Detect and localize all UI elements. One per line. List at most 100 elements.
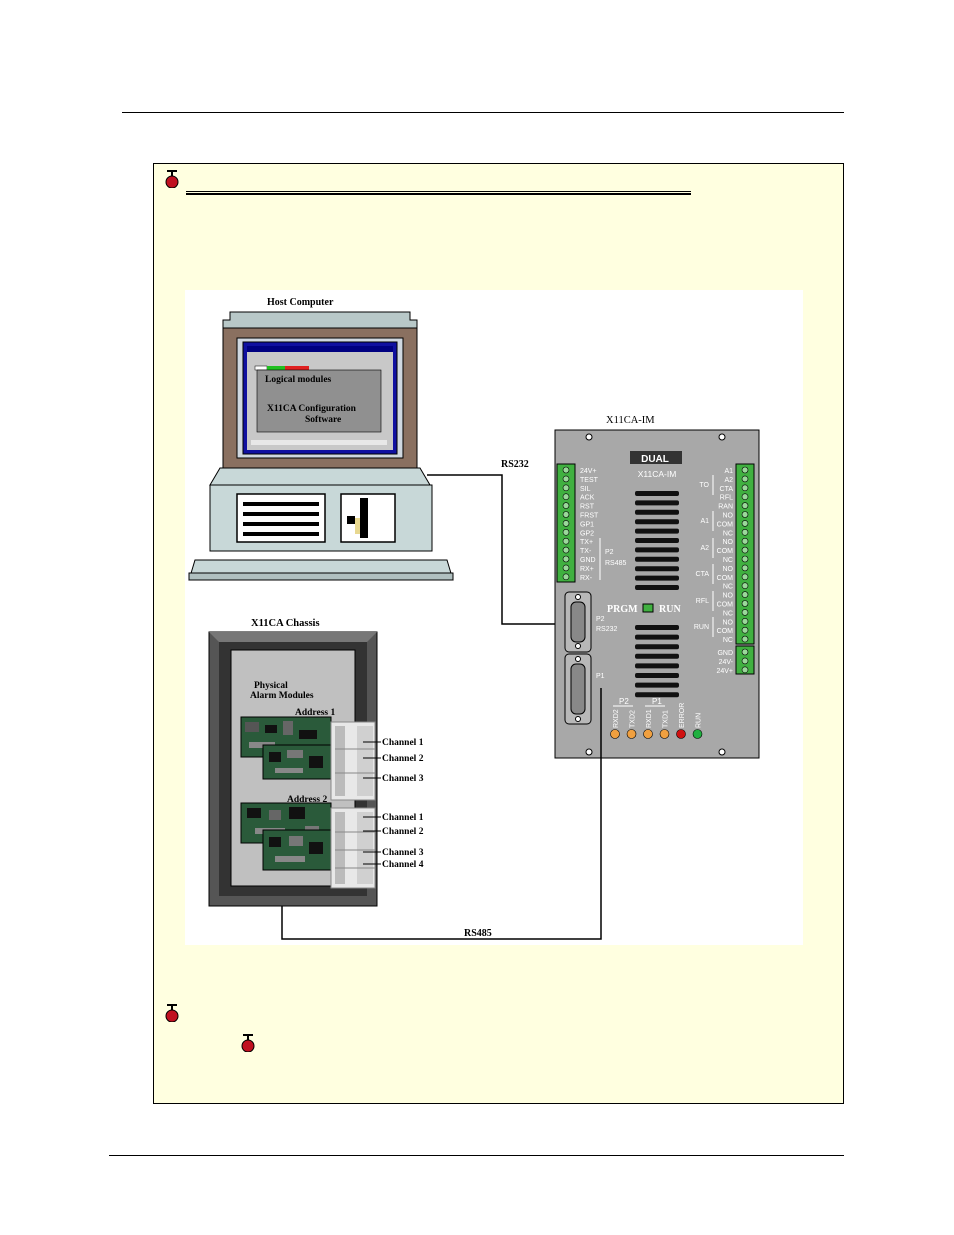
terminal-screw (741, 564, 749, 572)
screen-text-logical-modules: Logical modules (265, 375, 332, 385)
terminal-screw (741, 648, 749, 656)
vent-slot (635, 692, 679, 698)
terminal-screw (562, 475, 570, 483)
terminal-screw (741, 573, 749, 581)
channel-label: Channel 2 (382, 827, 424, 837)
status-led (692, 729, 703, 739)
status-led (676, 729, 686, 739)
terminal-screw (562, 546, 570, 554)
right-terminals (741, 466, 749, 643)
terminal-screw (741, 555, 749, 563)
right-group-label: TO (699, 482, 709, 489)
im-model-text: X11CA-IM (638, 469, 677, 479)
terminal-screw (562, 537, 570, 545)
left-terminal-label: RST (580, 504, 595, 511)
rs485-label: RS485 (464, 928, 492, 939)
vent-slot (635, 547, 679, 553)
vent-slot (635, 528, 679, 534)
terminal-screw (741, 657, 749, 665)
channel-connectors-a1 (330, 721, 376, 801)
led-group-p2: P2 (619, 697, 629, 706)
left-terminal-label: GND (580, 557, 596, 564)
right-group-label: CTA (696, 571, 710, 578)
left-terminal-labels: 24V+TESTSILACKRSTFRSTGP1GP2TX+TX-GNDRX+R… (580, 468, 599, 582)
status-led (610, 729, 620, 739)
left-terminal-label: 24V+ (580, 468, 597, 475)
footer-rule (109, 1155, 844, 1156)
status-led (659, 729, 670, 739)
im-slots-top (635, 491, 679, 590)
vent-slot (635, 491, 679, 496)
status-led (626, 729, 637, 739)
terminal-screw (562, 493, 570, 500)
led-label: TXD2 (630, 710, 637, 728)
screen-text-config: X11CA Configuration (267, 404, 357, 414)
right-terminal-label: A1 (724, 468, 733, 475)
right-terminal-label: RFL (720, 495, 733, 502)
terminal-screw (741, 493, 749, 500)
power-terminal-label: GND (717, 650, 733, 657)
alert-bell-icon-middle (165, 1004, 179, 1022)
terminal-screw (741, 484, 749, 492)
vent-slot (635, 663, 679, 669)
vent-slot (635, 625, 679, 630)
p2-rs232-label-rs232: RS232 (596, 626, 618, 633)
vent-slot (635, 566, 679, 572)
terminal-screw (741, 635, 749, 643)
led-label: TXD1 (663, 710, 670, 728)
vent-slot (635, 585, 679, 590)
left-terminal-label: GP1 (580, 521, 594, 528)
physical-label-2: Alarm Modules (250, 691, 314, 701)
right-group-label: A2 (700, 545, 709, 552)
x11ca-chassis-label: X11CA Chassis (251, 618, 320, 629)
host-computer-base (188, 467, 454, 581)
physical-label-1: Physical (254, 681, 288, 691)
p2-rs232-label-p2: P2 (596, 616, 605, 623)
right-terminal-label: NO (723, 593, 734, 600)
vent-slot (635, 556, 679, 562)
vent-slot (635, 538, 679, 543)
right-terminal-label: RAN (718, 504, 733, 511)
left-terminal-label: TEST (580, 477, 599, 484)
vent-slot (635, 500, 679, 506)
terminal-screw (562, 511, 570, 518)
left-terminal-label: ACK (580, 495, 595, 502)
alarm-module-board-1b (262, 744, 338, 780)
left-terminal-label: RX- (580, 575, 593, 582)
x11ca-im-panel: DUAL X11CA-IM 24V+TESTSILACKRSTFRSTGP1GP… (554, 429, 760, 759)
terminal-screw (741, 537, 749, 545)
alert-bell-icon-top (165, 170, 179, 188)
vent-slot (635, 682, 679, 688)
p2-rs485-label-rs485: RS485 (605, 560, 627, 567)
left-terminal-label: TX- (580, 548, 592, 555)
left-terminal-label: GP2 (580, 530, 594, 537)
header-rule (122, 112, 844, 113)
led-label: RUN (696, 713, 703, 728)
channel-label: Channel 2 (382, 754, 424, 764)
channel-label: Channel 3 (382, 774, 424, 784)
x11ca-chassis: Physical Alarm Modules Address 1 Address… (208, 631, 378, 907)
right-group-label: A1 (700, 518, 709, 525)
terminal-screw (741, 502, 749, 509)
right-terminal-label: NO (723, 513, 734, 520)
right-terminal-label: NC (723, 584, 733, 591)
terminal-screw (562, 555, 570, 563)
x11ca-im-label: X11CA-IM (606, 415, 655, 426)
status-led (643, 729, 653, 739)
host-computer-monitor: Logical modules X11CA Configuration Soft… (222, 311, 418, 469)
left-terminals (562, 466, 570, 581)
address-1-label: Address 1 (295, 708, 335, 718)
right-terminal-labels: A1A2CTARFLRANNOCOMNCNOCOMNCNOCOMNCNOCOMN… (717, 468, 734, 644)
host-computer-label: Host Computer (267, 297, 334, 308)
left-terminal-label: SIL (580, 486, 591, 493)
terminal-screw (562, 466, 570, 474)
alert-bell-icon-bottom (241, 1034, 255, 1052)
right-terminal-label: NC (723, 530, 733, 537)
led-group-p1: P1 (652, 697, 662, 706)
vent-slot (635, 509, 679, 515)
terminal-screw (562, 564, 570, 572)
terminal-screw (741, 617, 749, 625)
terminal-screw (741, 511, 749, 518)
